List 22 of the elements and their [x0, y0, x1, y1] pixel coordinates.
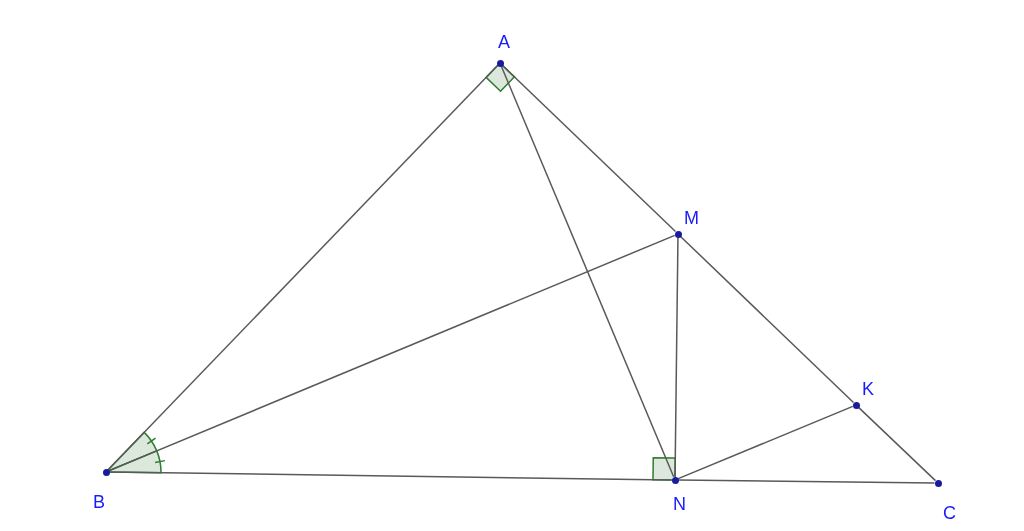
line-segment — [679, 235, 855, 404]
line-segment — [108, 234, 676, 472]
line-segment — [107, 64, 499, 471]
line-segment — [677, 479, 936, 484]
line-segment — [677, 405, 854, 480]
point-label: B — [93, 492, 105, 512]
point-dot — [102, 468, 110, 476]
point-dot — [496, 59, 504, 67]
point-dot — [671, 476, 679, 484]
point-dot — [852, 401, 860, 409]
line-segment — [501, 64, 677, 233]
line-segment — [500, 65, 675, 478]
line-segment — [674, 236, 679, 478]
point-label: K — [862, 379, 874, 399]
point-dot — [934, 479, 942, 487]
point-dot — [674, 230, 682, 238]
point-label: C — [943, 503, 956, 523]
point-label: A — [498, 32, 510, 52]
point-label: N — [673, 494, 686, 514]
line-segment — [857, 406, 937, 482]
line-segment — [108, 471, 673, 481]
point-label: M — [684, 208, 699, 228]
